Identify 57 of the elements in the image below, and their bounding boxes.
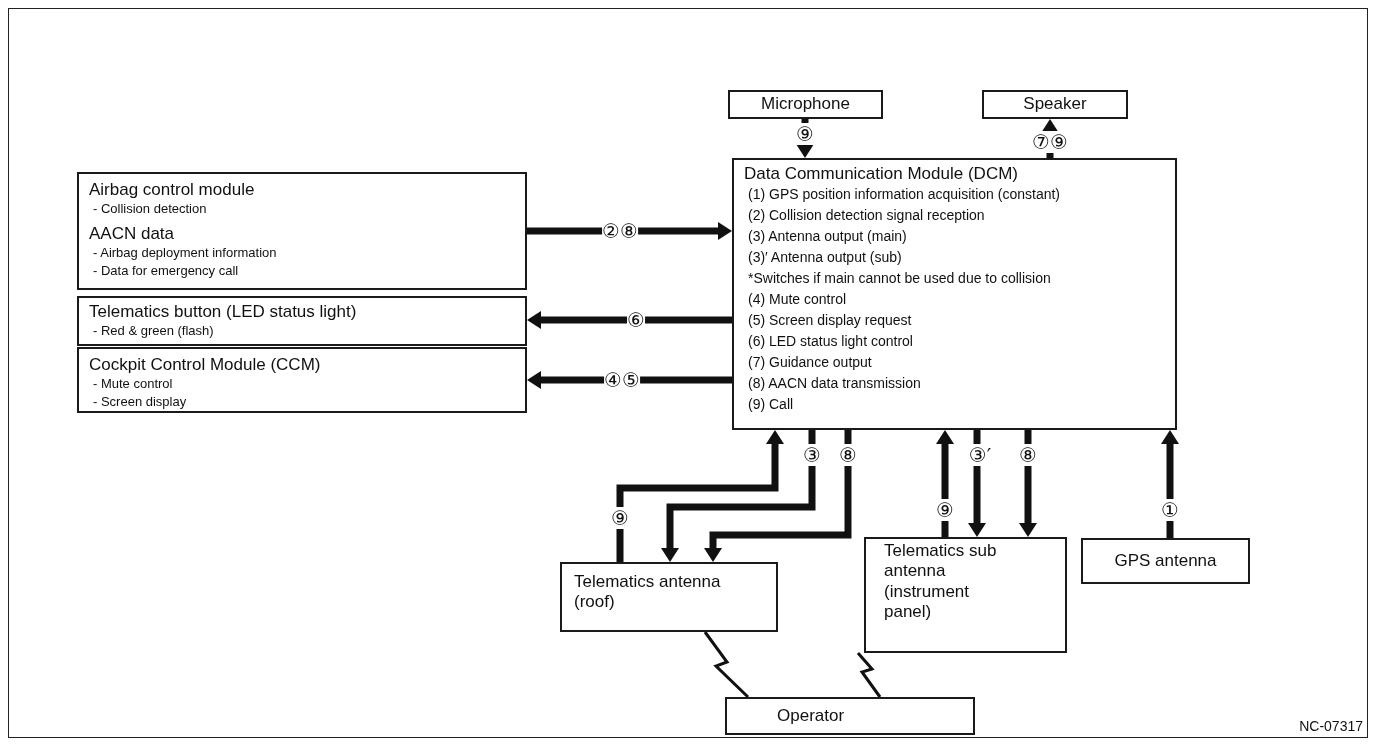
figure-code: NC-07317 (1299, 718, 1363, 734)
module-title: Speaker (1023, 94, 1087, 115)
arrow (616, 430, 784, 562)
edge-label: ⑧ (839, 444, 857, 466)
edge-label: ⑧ (1019, 444, 1037, 466)
arrow (527, 311, 732, 329)
edge-label: ③ (803, 444, 821, 466)
module-box (864, 537, 1067, 653)
arrow (936, 430, 954, 537)
module-box (77, 172, 527, 290)
function-item: (7) Guidance output (747, 353, 872, 373)
module-box (982, 90, 1128, 119)
module-box (560, 562, 778, 632)
wireless-link (856, 652, 882, 698)
arrow (661, 430, 816, 562)
module-box (732, 158, 1177, 430)
module-title: Cockpit Control Module (CCM) (89, 355, 321, 376)
module-title: GPS antenna (1114, 550, 1217, 572)
function-item: (8) AACN data transmission (747, 374, 921, 394)
module-title: Microphone (761, 94, 850, 115)
arrow (1019, 430, 1037, 537)
module-box (728, 90, 883, 119)
function-item: - Collision detection (92, 200, 207, 218)
function-item: - Red & green (flash) (92, 322, 214, 340)
function-item: (3)′ Antenna output (sub) (747, 248, 902, 268)
module-title: Data Communication Module (DCM) (744, 164, 1018, 185)
wireless-link (703, 631, 750, 699)
module-title: AACN data (89, 223, 175, 245)
function-item: - Mute control (92, 375, 173, 393)
function-item: - Airbag deployment information (92, 244, 277, 262)
function-item: *Switches if main cannot be used due to collision (747, 269, 1051, 289)
module-title: Telematics antenna (roof) (574, 572, 722, 613)
edge-label: ⑨ (936, 499, 954, 521)
module-title: Airbag control module (89, 180, 255, 201)
function-item: (5) Screen display request (747, 311, 912, 331)
function-item: - Data for emergency call (92, 261, 239, 280)
edge-label: ⑨ (611, 507, 629, 529)
edge-label: ③′ (968, 444, 992, 466)
function-item: - Screen display (92, 392, 187, 411)
module-box (77, 347, 527, 413)
edge-label: ⑦⑨ (1032, 131, 1068, 153)
function-item: (1) GPS position information acquisition (constant) (747, 185, 1061, 205)
edge-label: ① (1161, 499, 1179, 521)
module-box (1081, 538, 1250, 584)
function-item: (3) Antenna output (main) (747, 227, 907, 247)
module-title: Telematics button (LED status light) (89, 302, 357, 323)
module-box (77, 296, 527, 346)
function-item: (9) Call (747, 395, 794, 415)
arrow (704, 430, 852, 562)
module-title: Telematics sub antenna (instrument panel) (884, 541, 998, 623)
function-item: (2) Collision detection signal reception (747, 206, 985, 226)
arrow (968, 430, 986, 537)
function-item: (6) LED status light control (747, 332, 913, 352)
edge-label: ⑨ (796, 123, 814, 145)
module-title: Operator (777, 705, 845, 727)
function-item: (4) Mute control (747, 290, 847, 310)
module-box (725, 697, 975, 735)
